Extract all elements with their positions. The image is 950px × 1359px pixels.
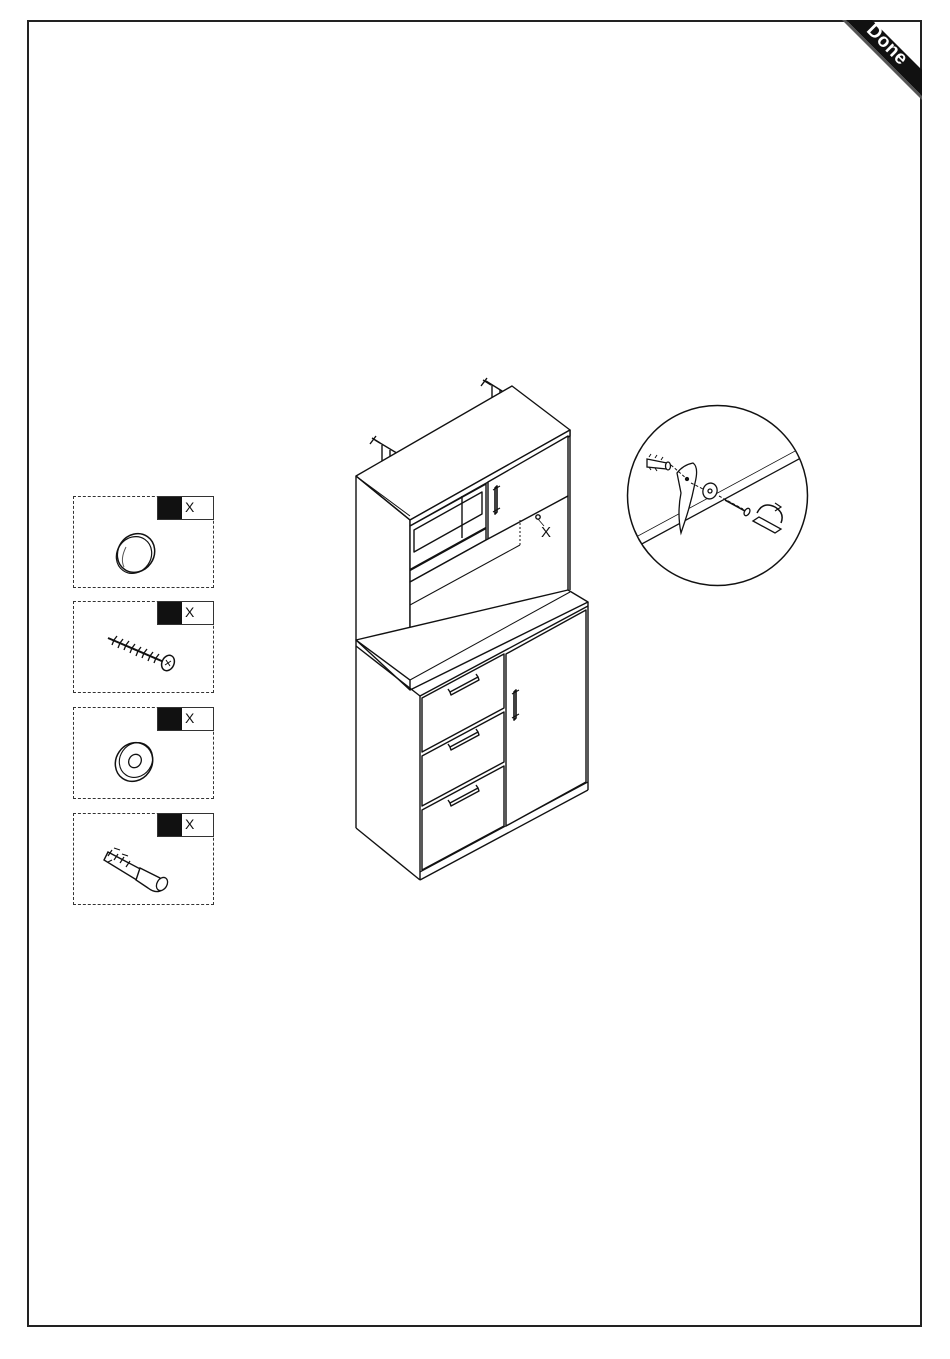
part-box-cap: X <box>73 496 214 588</box>
washer-icon <box>74 708 215 800</box>
cabinet-illustration <box>340 370 600 890</box>
wall-plug-icon <box>74 814 215 906</box>
part-box-screw: X <box>73 601 214 693</box>
screw-icon <box>74 602 215 694</box>
wall-fixing-detail <box>625 403 810 588</box>
fastener-qty-label: X <box>541 524 551 541</box>
part-box-wall-plug: X <box>73 813 214 905</box>
part-box-washer: X <box>73 707 214 799</box>
round-cap-icon <box>74 497 215 589</box>
